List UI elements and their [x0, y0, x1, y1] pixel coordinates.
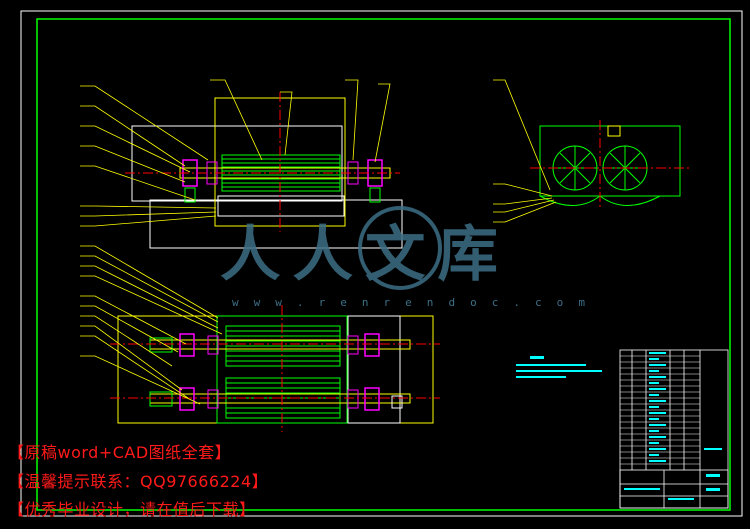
inner-frame [36, 18, 731, 511]
bom-row-text [649, 454, 659, 456]
promo-line-contact: 【温馨提示联系：QQ97666224】 [8, 472, 269, 491]
bom-row-text [649, 430, 659, 432]
bom-row-text [649, 436, 666, 438]
watermark: 人人文库 [220, 206, 510, 290]
technical-notes [516, 356, 602, 378]
bom-row-text [649, 400, 666, 402]
promo-line-original-files: 【原稿word+CAD图纸全套】 [8, 443, 232, 462]
bom-row-text [649, 388, 666, 390]
bom-table-rows [620, 352, 700, 465]
promo-line-download: 【优秀毕业设计，请在值后下载】 [8, 500, 256, 519]
leader-lines [80, 79, 557, 405]
title-block [619, 349, 729, 509]
bom-row-text [649, 364, 666, 366]
side-view [530, 120, 690, 210]
outer-frame [20, 10, 743, 517]
bom-row-text [649, 424, 666, 426]
title-block-text [624, 448, 722, 500]
bom-row-text [649, 406, 659, 408]
bom-row-text [649, 460, 666, 462]
bom-row-text [649, 442, 659, 444]
circle-logo-icon [358, 206, 442, 290]
plan-view [110, 305, 440, 432]
bom-row-text [649, 448, 666, 450]
front-view [125, 92, 403, 249]
bom-row-text [649, 382, 659, 384]
bom-row-text [649, 412, 666, 414]
bom-row-text [649, 358, 659, 360]
bom-row-text [649, 352, 666, 354]
watermark-site: w w w . r e n r e n d o c . c o m [232, 296, 590, 309]
bom-row-text [649, 394, 659, 396]
bom-row-text [649, 370, 659, 372]
bom-row-text [649, 418, 659, 420]
watermark-brand: 人人文库 [220, 220, 510, 290]
bom-row-text [649, 376, 666, 378]
